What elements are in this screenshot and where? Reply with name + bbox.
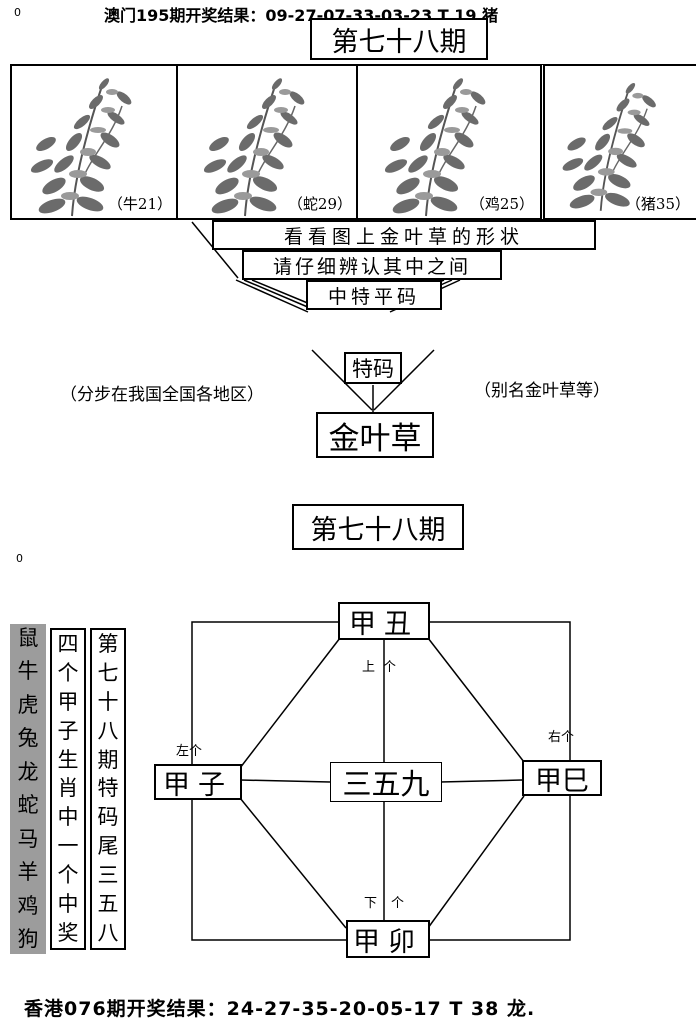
- hint-char: 个: [57, 660, 79, 685]
- zodiac-char: 狗: [17, 926, 39, 951]
- tail-char: 特: [97, 776, 119, 801]
- issue-title-2: 第七十八期: [292, 504, 464, 550]
- node-bottom: 甲卯: [346, 920, 430, 958]
- zodiac-char: 牛: [17, 659, 39, 684]
- plant-cell-1: （牛21）: [10, 64, 178, 220]
- hint-char: 肖: [57, 776, 79, 801]
- node-right: 甲巳: [522, 760, 602, 797]
- alias-note: （别名金叶草等）: [474, 381, 610, 401]
- special-code-box: 特码: [344, 352, 402, 384]
- hint-column: 四 个 甲 子 生 肖 中 一 个 中 奖: [50, 628, 86, 950]
- plant-cell-4: （猪35）: [540, 64, 696, 220]
- plant-cell-3: （鸡25）: [356, 64, 540, 220]
- zodiac-char: 兔: [17, 726, 39, 751]
- hint-char: 子: [57, 718, 79, 743]
- hint-char: 中: [57, 805, 79, 830]
- instruction-line-2: 请仔细辨认其中之间: [242, 250, 502, 280]
- node-center: 三五九: [330, 762, 442, 802]
- node-left: 甲子: [154, 764, 242, 801]
- tail-char: 十: [97, 689, 119, 714]
- tail-char: 码: [97, 805, 119, 830]
- distribution-note: （分步在我国全国各地区）: [60, 385, 264, 405]
- plant-row: （牛21） （蛇29） （鸡25） （猪35）: [10, 0, 696, 230]
- plant-cell-2: （蛇29）: [176, 64, 358, 220]
- label-left: 左个: [176, 744, 203, 759]
- zodiac-char: 鸡: [17, 893, 39, 918]
- hint-char: 一: [57, 834, 79, 859]
- tail-char: 八: [97, 920, 119, 945]
- zodiac-char: 虎: [17, 692, 39, 717]
- plant-label-1: （牛21）: [107, 195, 172, 213]
- zodiac-char: 蛇: [17, 793, 39, 818]
- hongkong-result: 香港076期开奖结果：24-27-35-20-05-17 T 38 龙.: [24, 998, 536, 1020]
- tail-char: 期: [97, 747, 119, 772]
- page-marker-top: 0: [14, 6, 21, 19]
- label-right: 右个: [548, 730, 575, 745]
- instruction-line-3: 中特平码: [306, 280, 442, 310]
- hint-char: 个: [57, 863, 79, 888]
- tail-char: 七: [97, 660, 119, 685]
- node-top: 甲丑: [338, 602, 430, 640]
- zodiac-char: 羊: [17, 860, 39, 885]
- tail-char: 尾: [97, 834, 119, 859]
- main-word-box: 金叶草: [316, 412, 434, 458]
- label-up: 上个: [362, 660, 405, 675]
- plant-label-4: （猪35）: [625, 195, 690, 213]
- zodiac-column: 鼠 牛 虎 兔 龙 蛇 马 羊 鸡 狗: [10, 624, 46, 954]
- plant-label-3: （鸡25）: [469, 195, 534, 213]
- tail-column: 第 七 十 八 期 特 码 尾 三 五 八: [90, 628, 126, 950]
- zodiac-char: 龙: [17, 759, 39, 784]
- label-down: 下个: [364, 896, 419, 911]
- hint-char: 奖: [57, 920, 79, 945]
- hint-char: 四: [57, 632, 79, 656]
- tail-char: 八: [97, 718, 119, 743]
- issue-title-1: 第七十八期: [310, 18, 488, 60]
- tail-char: 三: [97, 863, 119, 888]
- zodiac-char: 马: [17, 826, 39, 851]
- tail-char: 第: [97, 632, 119, 656]
- plant-label-2: （蛇29）: [287, 195, 352, 213]
- hint-char: 中: [57, 892, 79, 917]
- page-marker-mid: 0: [16, 552, 23, 565]
- hint-char: 甲: [57, 689, 79, 714]
- hint-char: 生: [57, 747, 79, 772]
- zodiac-char: 鼠: [17, 626, 39, 650]
- tail-char: 五: [97, 892, 119, 917]
- instruction-line-1: 看看图上金叶草的形状: [212, 220, 596, 250]
